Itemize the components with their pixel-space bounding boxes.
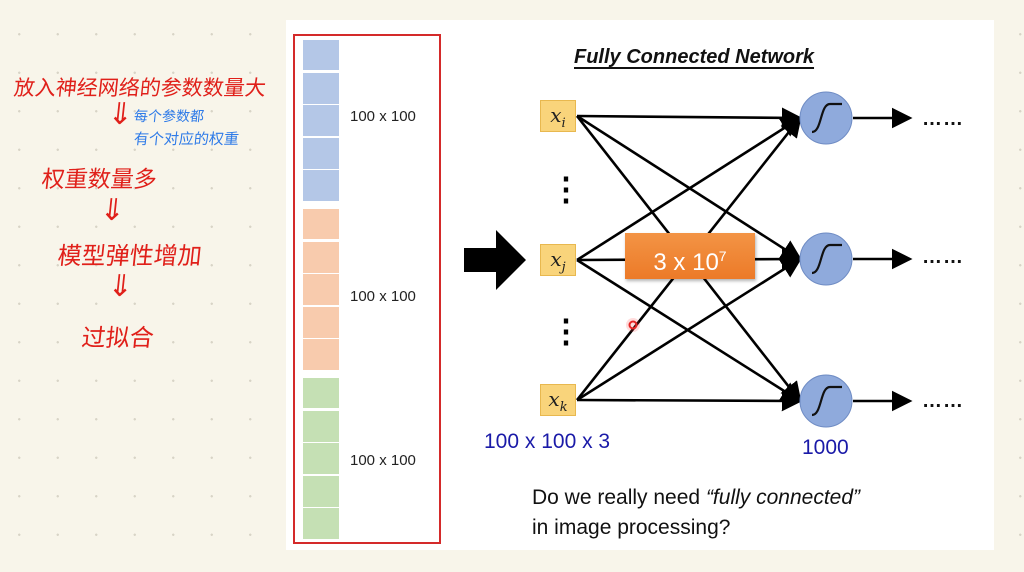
note-weights-many: 权重数量多 (40, 167, 159, 193)
output-ellipsis: …… (922, 108, 964, 130)
channel-cell (303, 40, 339, 70)
slide: 100 x 100 100 x 100 100 x 100 Fully Conn… (286, 20, 994, 550)
network-diagram (464, 91, 913, 428)
slide-title: Fully Connected Network (574, 46, 815, 68)
channel-cell (303, 274, 339, 305)
down-arrow-icon: ⇓ (106, 269, 136, 304)
sigmoid-icon (811, 243, 842, 275)
vertical-ellipsis-icon: ⋮ (550, 171, 582, 207)
channel-cell (303, 443, 339, 474)
channel-cell (303, 410, 339, 442)
neuron-node (799, 91, 853, 145)
highlight-frame (293, 34, 441, 544)
channel-cell (303, 508, 339, 539)
channel-cell (303, 241, 339, 273)
sigmoid-icon (811, 102, 842, 134)
channel-label-blue: 100 x 100 (350, 108, 416, 125)
note-params-many: 放入神经网络的参数数量大 (12, 76, 268, 100)
vertical-ellipsis-icon: ⋮ (550, 313, 582, 349)
channel-cell (303, 475, 339, 507)
channel-cell (303, 105, 339, 136)
channel-cell (303, 209, 339, 239)
input-size-label: 100 x 100 x 3 (484, 430, 611, 453)
output-ellipsis: …… (922, 246, 964, 268)
channel-label-orange: 100 x 100 (350, 288, 416, 305)
big-arrow-icon (464, 230, 526, 290)
channel-cell (303, 378, 339, 408)
cursor-pointer-dot (628, 320, 638, 330)
channel-cell (303, 137, 339, 169)
channel-label-green: 100 x 100 (350, 452, 416, 469)
channel-cell (303, 72, 339, 104)
output-ellipsis: …… (922, 390, 964, 412)
channel-cell (303, 306, 339, 338)
down-arrow-icon: ⇓ (106, 97, 136, 132)
connection-edge (576, 257, 803, 402)
connection-edge (576, 107, 803, 129)
question-text: Do we really need “fully connected” in i… (532, 486, 861, 539)
down-arrow-icon: ⇓ (98, 193, 128, 228)
input-node-xi: xi (540, 100, 576, 132)
note-overfitting: 过拟合 (80, 324, 156, 352)
neuron-node (799, 232, 853, 286)
note-annotation-2: 有个对应的权重 (133, 130, 240, 148)
channel-cell (303, 170, 339, 201)
neuron-node (799, 374, 853, 428)
input-node-xj: xj (540, 244, 576, 276)
channel-cell (303, 339, 339, 370)
note-annotation-1: 每个参数都 (133, 109, 205, 125)
sigmoid-icon (811, 385, 842, 417)
input-node-xk: xk (540, 384, 576, 416)
weight-count-box: 3 x 107 (625, 233, 755, 279)
note-model-flexibility: 模型弹性增加 (56, 242, 204, 270)
connection-edge (576, 390, 803, 412)
connection-edge (576, 116, 803, 262)
handwritten-notes: 放入神经网络的参数数量大 ⇓ 每个参数都 有个对应的权重 权重数量多 ⇓ 模型弹… (0, 0, 285, 572)
output-size-label: 1000 (802, 436, 849, 459)
